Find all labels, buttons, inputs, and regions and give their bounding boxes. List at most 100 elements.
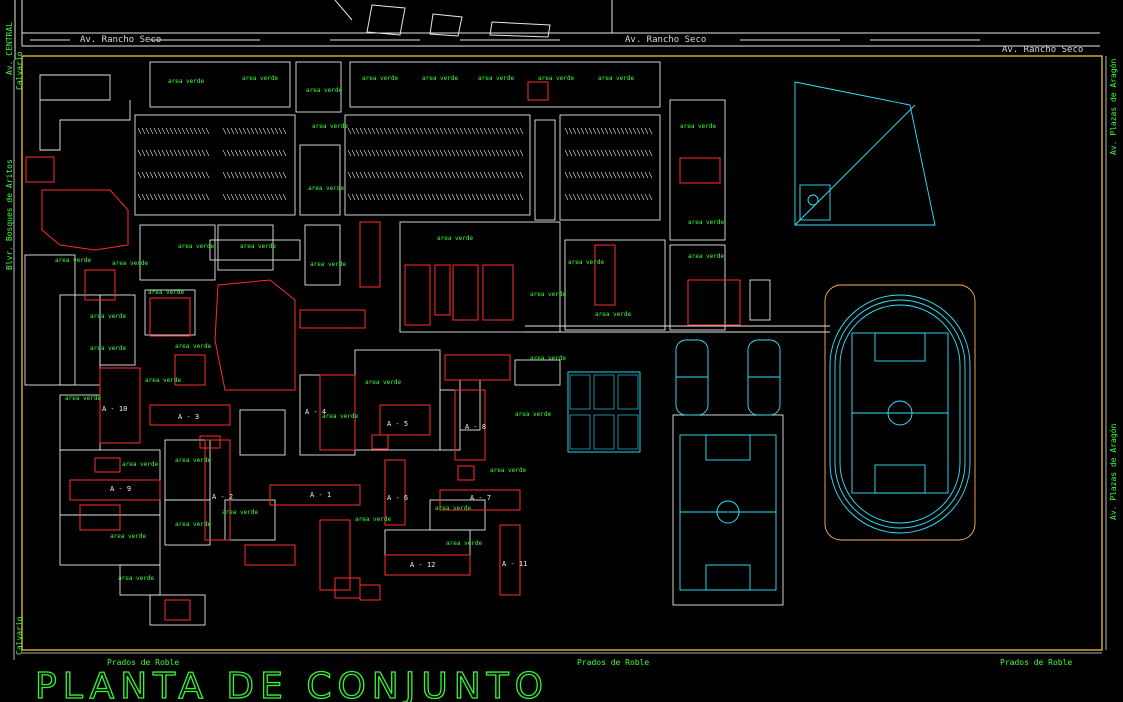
- building-a11: A - 11: [502, 560, 527, 568]
- parking-stall: [564, 149, 569, 157]
- parking-stall: [246, 171, 251, 179]
- parking-stall: [234, 193, 239, 201]
- green-area-label: area verde: [145, 377, 182, 384]
- parking-stall: [387, 127, 392, 135]
- parking-stall: [620, 171, 625, 179]
- parking-stall: [451, 127, 456, 135]
- parking-stall: [177, 149, 182, 157]
- parking-stall: [640, 149, 645, 157]
- parking-stall: [644, 149, 649, 157]
- parking-stall: [201, 171, 206, 179]
- parking-stall: [471, 149, 476, 157]
- court: [593, 374, 615, 410]
- parking-stall: [419, 193, 424, 201]
- green-area-label: area verde: [446, 540, 483, 547]
- green-area-label: area verde: [355, 516, 392, 523]
- parking-stall: [274, 149, 279, 157]
- parking-stall: [278, 193, 283, 201]
- parking-stall: [387, 171, 392, 179]
- parking-stall: [391, 193, 396, 201]
- parking-stall: [266, 193, 271, 201]
- green-area-label: area verde: [90, 345, 127, 352]
- parking-stall: [274, 193, 279, 201]
- parking-stall: [181, 149, 186, 157]
- parking-stall: [254, 171, 259, 179]
- green-area-label: area verde: [688, 219, 725, 226]
- parking-stall: [282, 127, 287, 135]
- parking-stall: [367, 171, 372, 179]
- parking-stall: [592, 193, 597, 201]
- parking-stall: [580, 149, 585, 157]
- parking-stall: [246, 149, 251, 157]
- parking-stall: [141, 149, 146, 157]
- street-right-lower: Av. Plazas de Aragón: [1108, 423, 1118, 520]
- parking-stall: [165, 127, 170, 135]
- parking-stall: [169, 171, 174, 179]
- parking-stall: [572, 149, 577, 157]
- parking-stall: [193, 171, 198, 179]
- street-top-left: Av. Rancho Seco: [80, 35, 161, 45]
- parking-stall: [572, 127, 577, 135]
- parking-stall: [419, 127, 424, 135]
- green-area-label: area verde: [530, 291, 567, 298]
- parking-stall: [435, 171, 440, 179]
- parking-stall: [467, 149, 472, 157]
- parking-stall: [173, 171, 178, 179]
- parking-stall: [347, 127, 352, 135]
- parking-stall: [226, 127, 231, 135]
- parking-stall: [355, 149, 360, 157]
- green-area-label: area verde: [112, 260, 149, 267]
- parking-stall: [628, 171, 633, 179]
- parking-stall: [234, 149, 239, 157]
- parking-stall: [511, 127, 516, 135]
- parking-stall: [479, 193, 484, 201]
- parking-stall: [471, 193, 476, 201]
- parking-stall: [258, 171, 263, 179]
- parking-stall: [588, 149, 593, 157]
- street-bottom-mid: Prados de Roble: [577, 658, 649, 667]
- parking-stall: [375, 149, 380, 157]
- green-area-label: area verde: [538, 75, 575, 82]
- parking-stall: [576, 193, 581, 201]
- parking-stall: [141, 127, 146, 135]
- parking-stall: [278, 127, 283, 135]
- parking-stall: [588, 193, 593, 201]
- parking-stall: [423, 193, 428, 201]
- parking-stall: [519, 127, 524, 135]
- parking-stall: [246, 127, 251, 135]
- parking-stall: [363, 193, 368, 201]
- parking-stall: [511, 193, 516, 201]
- parking-stall: [222, 149, 227, 157]
- parking-stall: [572, 193, 577, 201]
- green-area-label: area verde: [306, 87, 343, 94]
- parking-stall: [383, 149, 388, 157]
- parking-stall: [407, 149, 412, 157]
- court: [569, 374, 591, 410]
- parking-stall: [648, 193, 653, 201]
- parking-stall: [383, 193, 388, 201]
- parking-stall: [367, 193, 372, 201]
- parking-stall: [246, 193, 251, 201]
- parking-stall: [608, 127, 613, 135]
- parking-stall: [443, 149, 448, 157]
- green-area-label: area verde: [680, 123, 717, 130]
- parking-stall: [185, 149, 190, 157]
- parking-stall: [383, 127, 388, 135]
- parking-stall: [604, 193, 609, 201]
- parking-stall: [153, 171, 158, 179]
- parking-stall: [447, 193, 452, 201]
- parking-stall: [467, 127, 472, 135]
- parking-stall: [351, 149, 356, 157]
- parking-stall: [511, 171, 516, 179]
- parking-stall: [403, 193, 408, 201]
- parking-stall: [189, 171, 194, 179]
- parking-stall: [222, 193, 227, 201]
- green-area-label: area verde: [490, 467, 527, 474]
- parking-stall: [201, 149, 206, 157]
- parking-stall: [145, 127, 150, 135]
- parking-stall: [415, 149, 420, 157]
- parking-stall: [576, 149, 581, 157]
- parking-stall: [455, 193, 460, 201]
- parking-stall: [359, 193, 364, 201]
- green-area-label: area verde: [240, 243, 277, 250]
